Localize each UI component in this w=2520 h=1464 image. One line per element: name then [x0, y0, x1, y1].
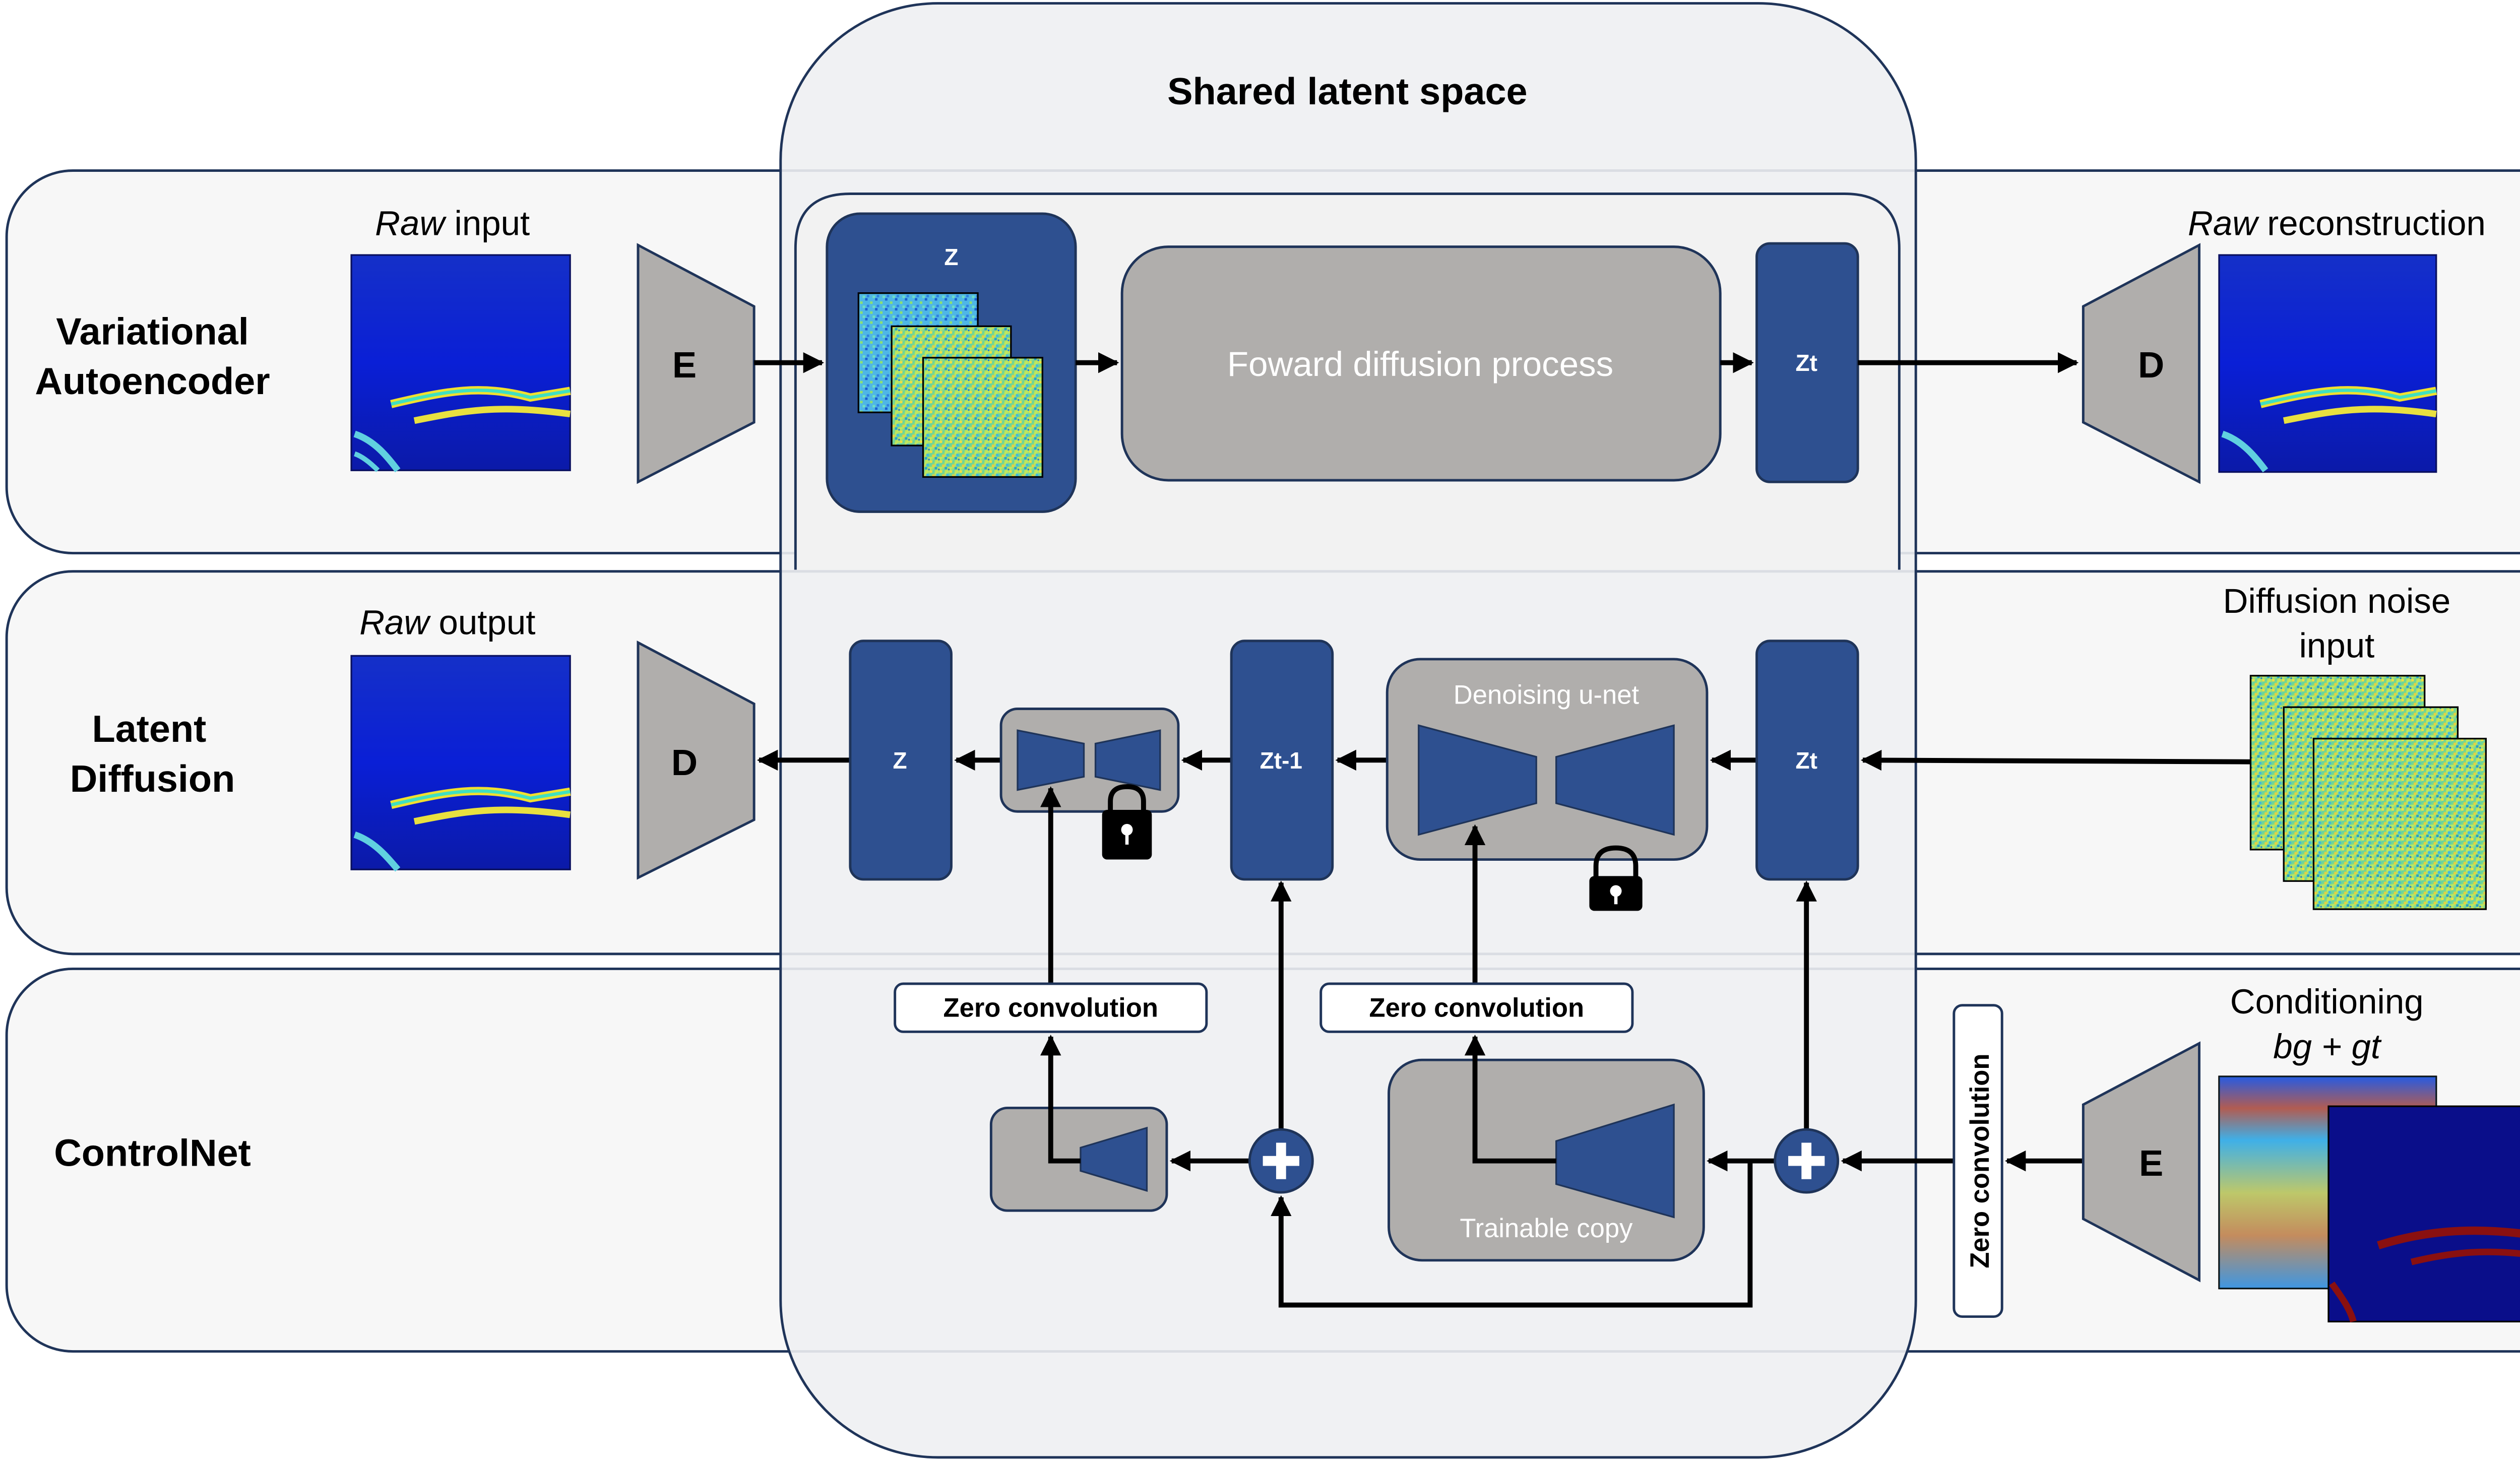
ld-decoder-block [637, 640, 755, 880]
svg-text:input: input [2299, 626, 2375, 665]
conditioning-label: Conditioning [2230, 982, 2424, 1021]
svg-text:bg + gt: bg + gt [2273, 1027, 2382, 1066]
row-label-cn: ControlNet [54, 1132, 251, 1175]
conditioning-images [2218, 1075, 2520, 1323]
diffusion-noise-label: Diffusion noise [2223, 582, 2451, 620]
conditioning-label-line2: bg + gt [2273, 1027, 2382, 1066]
shared-latent-title: Shared latent space [1167, 71, 1527, 113]
trainable-copy-shape [1555, 1103, 1675, 1219]
line-skip-to-plus1 [1271, 1161, 1753, 1308]
raw-output-label: Raw output [359, 603, 535, 642]
zero-convolution-vertical-box [1952, 1004, 2003, 1318]
ld-zt-block [1755, 640, 1859, 881]
unet-decoder-shape [1555, 724, 1675, 836]
svg-text:Diffusion: Diffusion [70, 758, 235, 800]
row-label-ld-line2: Diffusion [70, 758, 235, 800]
plus-circle-icon [1774, 1128, 1840, 1194]
arrow-noise-to-zt [1860, 749, 2251, 771]
zero-convolution-box-2 [1319, 982, 1634, 1033]
trainable-copy-label: Trainable copy [1460, 1214, 1633, 1243]
zero-convolution-label-1: Zero convolution [943, 993, 1158, 1023]
vae-zt-label: Zt [1795, 350, 1817, 376]
ld-zt-label: Zt [1795, 747, 1817, 774]
vae-encoder-label: E [672, 345, 697, 386]
ld-z-label: Z [893, 747, 907, 774]
ld-z-block [849, 640, 953, 881]
svg-text:Autoencoder: Autoencoder [35, 360, 270, 403]
raw-reconstruction-label: Raw reconstruction [2188, 204, 2486, 243]
conditioning-mask-band [2377, 1226, 2520, 1250]
row-label-ld: Latent [92, 708, 207, 750]
vae-encoder-block [637, 243, 755, 484]
diffusion-noise-label-line2: input [2299, 626, 2375, 665]
vae-decoder-label: D [2138, 345, 2164, 386]
zero-convolution-vertical-label: Zero convolution [1965, 1053, 1995, 1268]
raw-reconstruction-image [2218, 254, 2437, 473]
diffusion-noise-images [2249, 675, 2487, 910]
vae-decoder-block [2082, 243, 2200, 484]
zt-minus-1-block [1230, 640, 1334, 881]
line-trainable-to-zeroconv2 [1464, 1035, 1556, 1164]
row-label-vae-line2: Autoencoder [35, 360, 270, 403]
zero-convolution-box-1 [894, 982, 1208, 1033]
latent-z-label: Z [944, 244, 958, 270]
denoising-unet-label: Denoising u-net [1454, 680, 1640, 710]
cn-encoder-label: E [2139, 1143, 2163, 1184]
raw-output-image [350, 655, 571, 872]
zero-convolution-label-2: Zero convolution [1369, 993, 1585, 1023]
raw-input-image [350, 254, 571, 473]
locked-decoder-right-shape [1094, 729, 1161, 791]
plus-circle-icon [1248, 1128, 1314, 1194]
zt-minus-1-label: Zt-1 [1260, 747, 1302, 774]
lock-icon [1102, 784, 1152, 860]
row-label-vae: Variational [56, 311, 248, 353]
unet-encoder-shape [1418, 724, 1537, 836]
lock-icon [1589, 845, 1643, 911]
raw-input-label: Raw input [375, 204, 530, 243]
latent-z-images [857, 292, 1043, 478]
line-small-encoder-to-zeroconv1 [1040, 1035, 1081, 1164]
ld-decoder-label: D [671, 743, 698, 783]
cn-encoder-block [2082, 1041, 2200, 1283]
forward-diffusion-label: Foward diffusion process [1227, 345, 1613, 384]
locked-decoder-left-shape [1017, 729, 1085, 791]
